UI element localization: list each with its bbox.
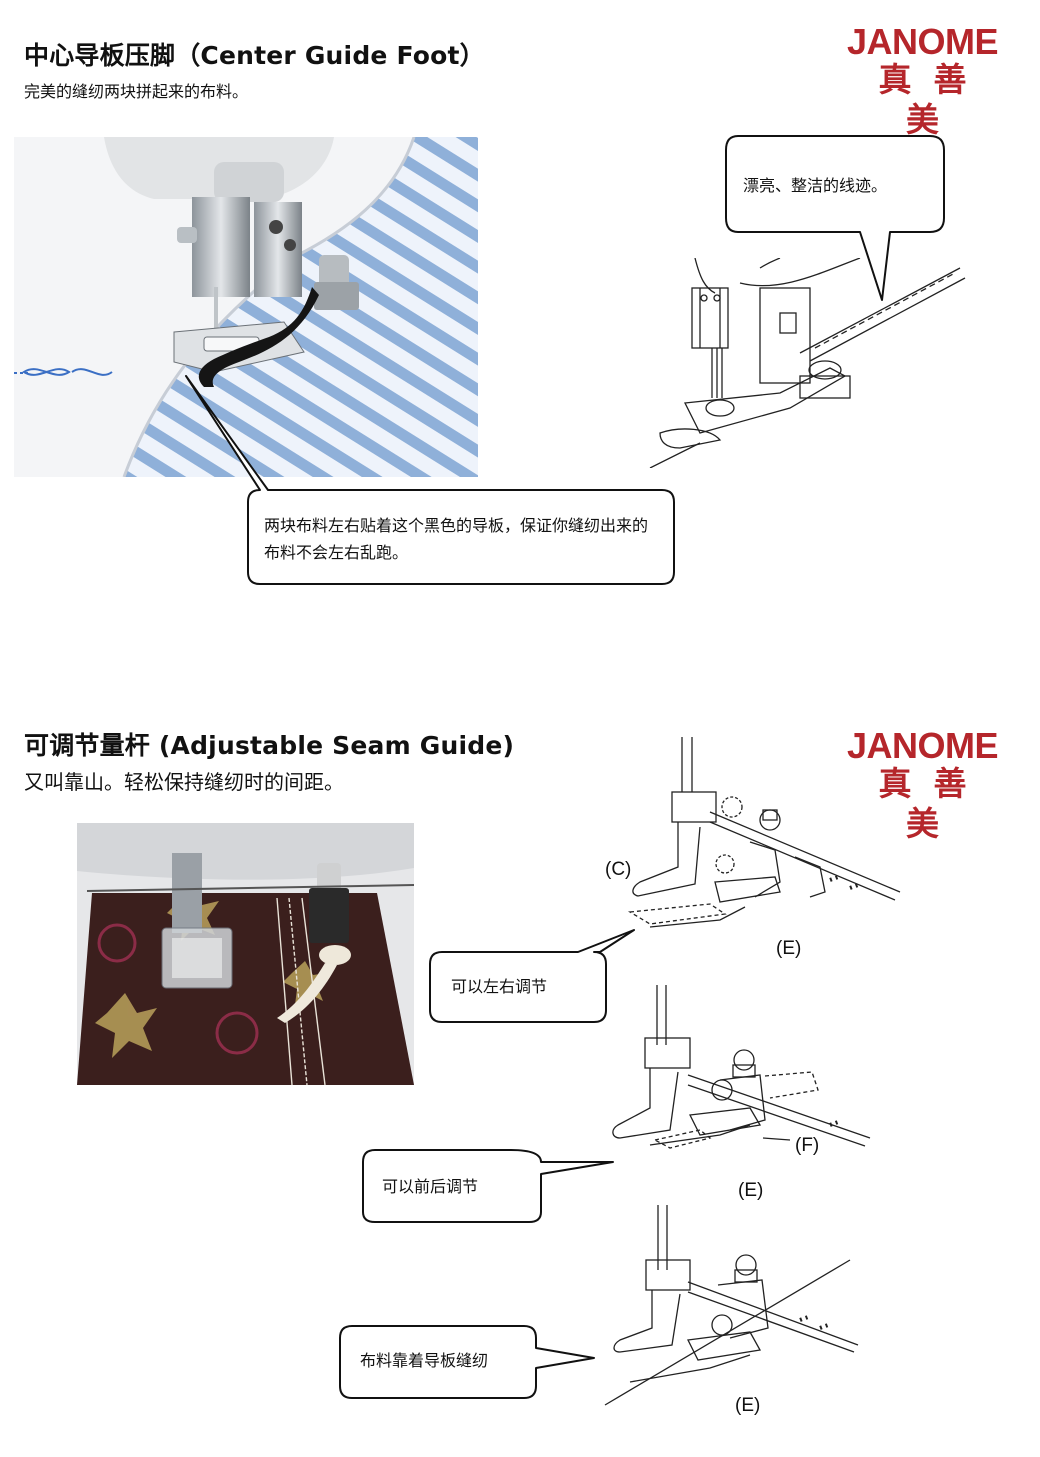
- logo-brand-text-2: JANOME: [846, 725, 999, 766]
- seam-guide-subtitle: 又叫靠山。轻松保持缝纫时的间距。: [24, 770, 344, 794]
- seam-guide-title: 可调节量杆 (Adjustable Seam Guide): [24, 731, 515, 760]
- center-guide-foot-diagram: [649, 258, 966, 468]
- label-e-3: (E): [735, 1395, 761, 1416]
- callout-bottom-bubble-shape: [185, 375, 675, 585]
- janome-logo: JANOME 真善美: [830, 24, 1015, 140]
- label-e-1: (E): [776, 938, 802, 959]
- callout-fabric-bubble-shape: [339, 1325, 595, 1399]
- callout-left-right-bubble-shape: [429, 929, 635, 1023]
- janome-logo-2: JANOME 真善美: [830, 728, 1015, 844]
- seam-guide-diagram-fabric: [604, 1205, 859, 1406]
- callout-left-right-text: 可以左右调节: [451, 977, 548, 996]
- label-f: (F): [795, 1135, 820, 1156]
- seam-guide-diagram-front-back: [612, 985, 871, 1149]
- seam-guide-photo: [77, 823, 414, 1085]
- label-e-2: (E): [738, 1180, 764, 1201]
- logo-brand-text: JANOME: [846, 21, 999, 62]
- logo-chinese-text: 真善美: [878, 60, 989, 139]
- center-guide-foot-title: 中心导板压脚（Center Guide Foot）: [24, 41, 485, 70]
- center-guide-foot-photo: [14, 137, 478, 477]
- seam-guide-diagram-left-right: [627, 737, 901, 928]
- callout-front-back-text: 可以前后调节: [382, 1177, 479, 1196]
- callout-fabric-text: 布料靠着导板缝纫: [360, 1351, 489, 1370]
- callout-front-back-bubble-shape: [362, 1149, 614, 1223]
- center-guide-foot-subtitle: 完美的缝纫两块拼起来的布料。: [24, 82, 249, 101]
- logo-chinese-text-2: 真善美: [878, 764, 989, 843]
- callout-top-bubble-shape: [725, 135, 945, 301]
- label-c: (C): [605, 859, 632, 880]
- callout-bottom-text: 两块布料左右贴着这个黑色的导板，保证你缝纫出来的布料不会左右乱跑。: [264, 516, 649, 562]
- callout-top-text: 漂亮、整洁的线迹。: [743, 176, 888, 195]
